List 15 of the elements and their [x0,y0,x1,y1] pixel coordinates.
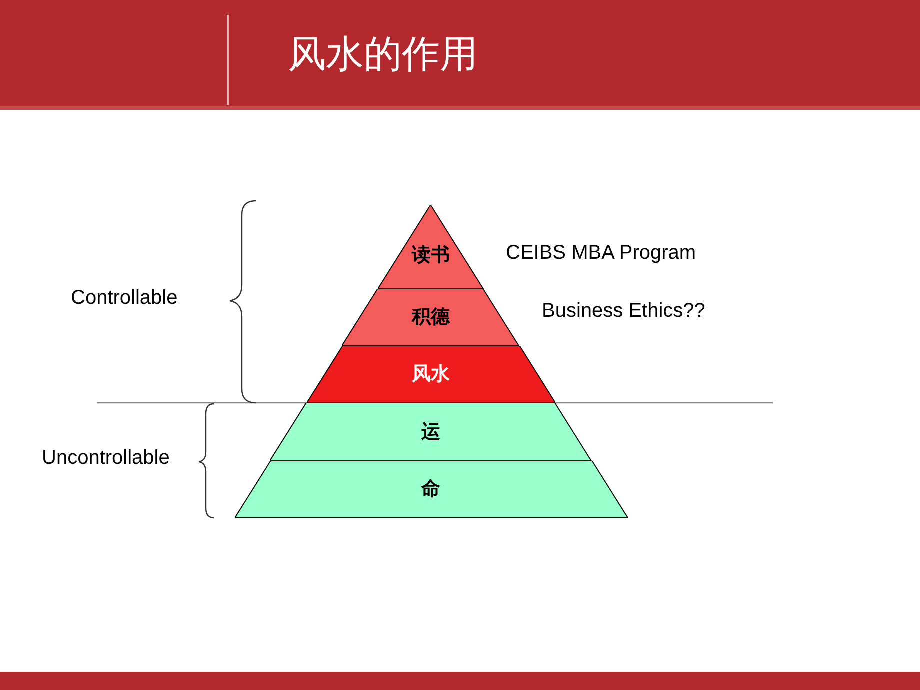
layer-label: 积德 [412,308,450,327]
layer-label: 命 [422,480,440,499]
pyramid-layer [378,205,484,289]
side-label: CEIBS MBA Program [506,243,696,263]
side-label: Uncontrollable [42,448,170,468]
layer-label: 读书 [412,246,450,264]
title: 风水的作用 [288,36,478,74]
layer-label: 风水 [412,365,450,384]
pyramid-layer [270,403,592,461]
pyramid-layer [306,346,556,403]
layer-label: 运 [421,422,440,442]
side-label: Business Ethics?? [542,301,706,321]
pyramid-layer [234,461,628,518]
pyramid-layer [342,289,520,346]
side-label: Controllable [71,288,178,308]
